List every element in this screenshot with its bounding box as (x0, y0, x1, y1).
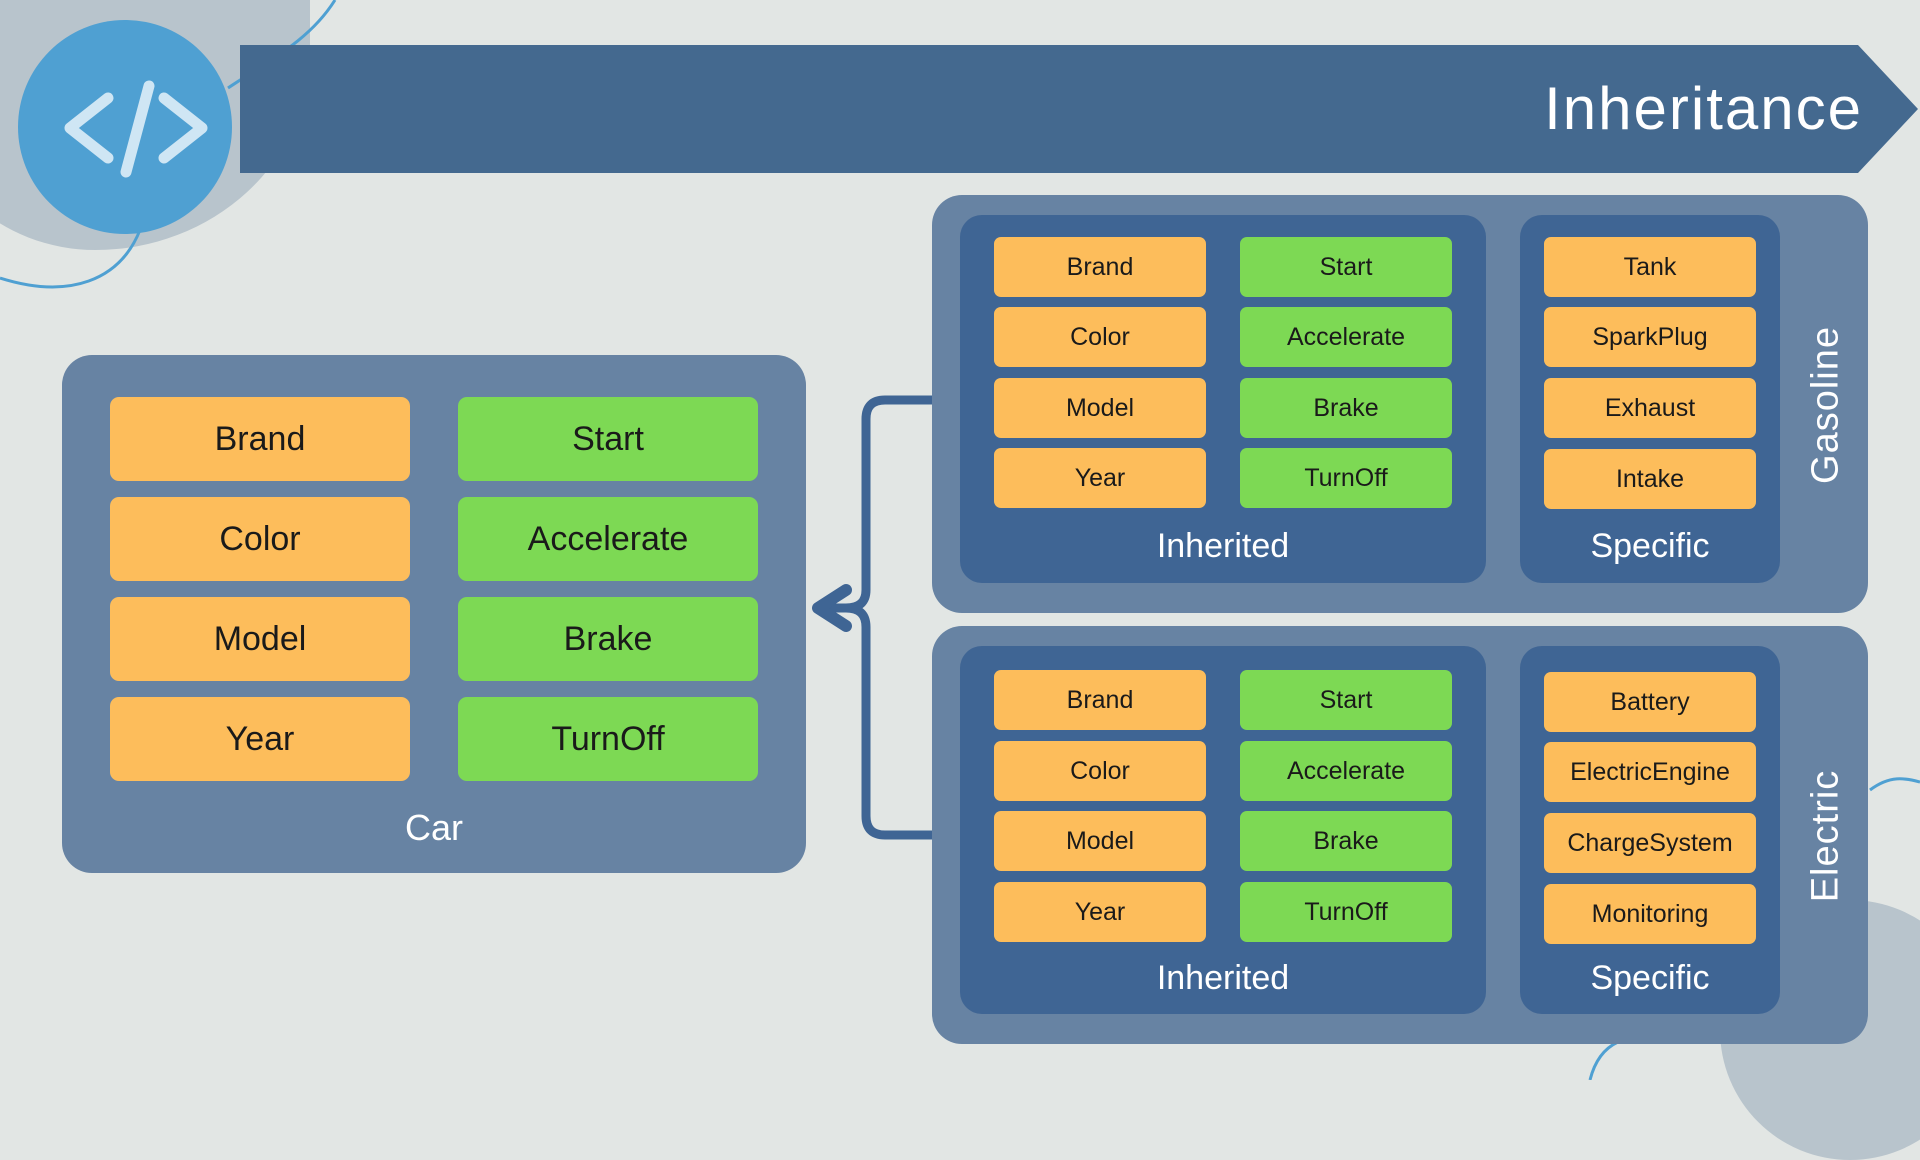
method-chip: TurnOff (458, 697, 758, 781)
attribute-chip: Model (994, 378, 1206, 438)
method-chip: Brake (1240, 811, 1452, 871)
title-banner: Inheritance (240, 45, 1918, 173)
attribute-chip: Year (994, 448, 1206, 508)
car-class-panel: Brand Color Model Year Start Accelerate … (62, 355, 806, 873)
specific-chip: Intake (1544, 449, 1756, 509)
attribute-chip: Brand (994, 670, 1206, 730)
method-chip: Start (1240, 670, 1452, 730)
class-label: Car (404, 807, 463, 848)
attribute-chip: Brand (110, 397, 410, 481)
specific-label: Specific (1590, 527, 1710, 565)
method-chip: Accelerate (1240, 307, 1452, 367)
specific-chip: Tank (1544, 237, 1756, 297)
gasoline-class-panel: Brand Color Model Year Start Accelerate … (932, 195, 1868, 613)
logo (18, 20, 232, 234)
specific-chip: SparkPlug (1544, 307, 1756, 367)
specific-chip: Exhaust (1544, 378, 1756, 438)
attribute-chip: Year (994, 882, 1206, 942)
method-chip: Brake (458, 597, 758, 681)
attribute-chip: Model (994, 811, 1206, 871)
method-chip: TurnOff (1240, 448, 1452, 508)
attribute-chip: Brand (994, 237, 1206, 297)
inherited-label: Inherited (1156, 959, 1290, 997)
inheritance-connector (812, 395, 937, 840)
attribute-chip: Color (994, 307, 1206, 367)
specific-chip: Monitoring (1544, 884, 1756, 944)
electric-class-panel: Brand Color Model Year Start Accelerate … (932, 626, 1868, 1044)
method-chip: Start (1240, 237, 1452, 297)
method-chip: Accelerate (1240, 741, 1452, 801)
subclass-label: Gasoline (1804, 326, 1847, 484)
page-title: Inheritance (1544, 75, 1863, 142)
inherited-group: Brand Color Model Year Start Accelerate … (960, 646, 1486, 1014)
method-chip: Brake (1240, 378, 1452, 438)
specific-group: Tank SparkPlug Exhaust Intake Specific (1520, 215, 1780, 583)
attribute-chip: Color (110, 497, 410, 581)
method-chip: Start (458, 397, 758, 481)
arrow-head-icon (812, 584, 852, 632)
method-chip: Accelerate (458, 497, 758, 581)
specific-chip: ChargeSystem (1544, 813, 1756, 873)
specific-group: Battery ElectricEngine ChargeSystem Moni… (1520, 646, 1780, 1014)
specific-chip: ElectricEngine (1544, 742, 1756, 802)
attribute-chip: Model (110, 597, 410, 681)
attribute-chip: Year (110, 697, 410, 781)
method-chip: TurnOff (1240, 882, 1452, 942)
subclass-label: Electric (1804, 769, 1847, 903)
specific-chip: Battery (1544, 672, 1756, 732)
specific-label: Specific (1590, 959, 1710, 997)
attribute-chip: Color (994, 741, 1206, 801)
inherited-label: Inherited (1156, 527, 1290, 565)
code-brackets-icon (64, 80, 208, 178)
inherited-group: Brand Color Model Year Start Accelerate … (960, 215, 1486, 583)
